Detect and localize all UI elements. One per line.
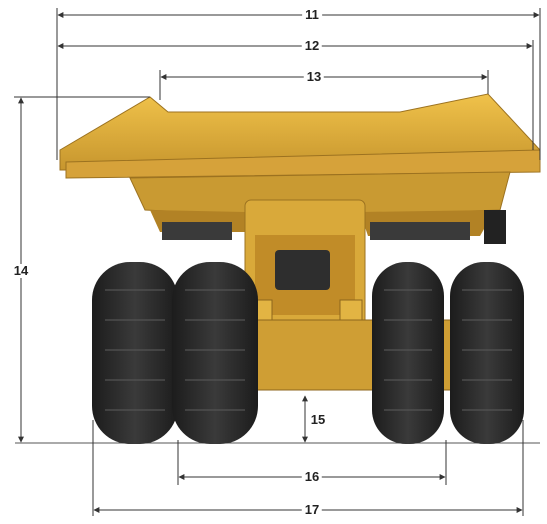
dim-label-11: 11 <box>302 8 322 22</box>
tire-outer-right <box>450 262 524 444</box>
tire-inner-right <box>372 262 444 444</box>
tire-outer-left <box>92 262 178 444</box>
dim-label-14: 14 <box>10 264 32 278</box>
dim-label-15: 15 <box>310 412 326 427</box>
tire-inner-left <box>172 262 258 444</box>
dim-label-16: 16 <box>301 470 323 484</box>
dump-body <box>59 93 541 240</box>
dim-label-17: 17 <box>301 503 323 517</box>
dim-label-13: 13 <box>303 70 325 84</box>
tires <box>92 262 524 444</box>
dim-label-12: 12 <box>301 39 323 53</box>
